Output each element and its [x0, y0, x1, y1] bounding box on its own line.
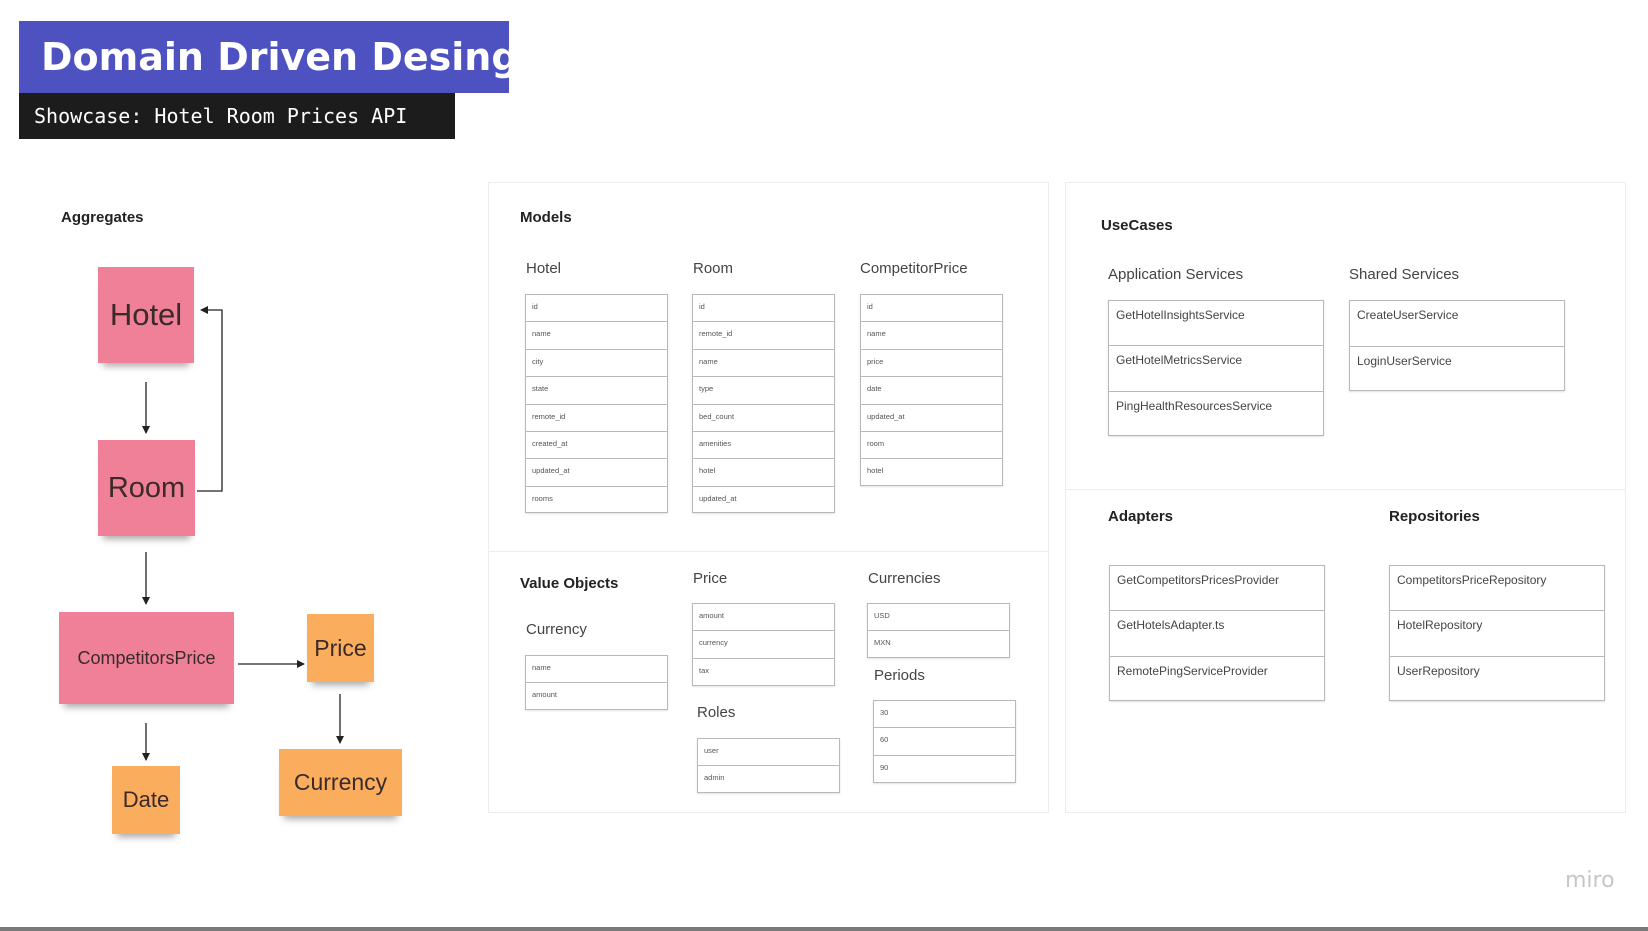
shared-services-table[interactable]: CreateUserService LoginUserService	[1349, 300, 1565, 391]
repository-row[interactable]: HotelRepository	[1390, 611, 1604, 657]
field-row: amount	[693, 604, 834, 632]
repository-row[interactable]: CompetitorsPriceRepository	[1390, 566, 1604, 612]
field-row: id	[693, 295, 834, 323]
field-row: hotel	[693, 459, 834, 487]
field-row: date	[861, 377, 1002, 405]
field-row: name	[861, 322, 1002, 350]
field-row: amount	[532, 690, 558, 700]
adapters-heading: Adapters	[1108, 508, 1174, 525]
currencies-vo-table[interactable]: USD MXN	[867, 603, 1010, 658]
arrow-room-to-hotel	[197, 306, 223, 492]
currency-vo-table[interactable]: name amount	[525, 655, 668, 710]
roles-vo-table[interactable]: user admin	[697, 738, 840, 793]
field-row: user	[698, 739, 839, 767]
field-row: updated_at	[699, 493, 737, 503]
field-row: id	[526, 295, 667, 323]
field-row: MXN	[874, 638, 891, 648]
usecases-heading: UseCases	[1101, 217, 1173, 234]
shared-services-title: Shared Services	[1349, 266, 1460, 283]
service-row[interactable]: PingHealthResourcesService	[1116, 398, 1273, 413]
field-row: updated_at	[526, 459, 667, 487]
field-row: amenities	[693, 432, 834, 460]
price-vo-table[interactable]: amount currency tax	[692, 603, 835, 686]
value-objects-heading: Value Objects	[520, 575, 619, 592]
field-row: room	[861, 432, 1002, 460]
field-row: name	[693, 350, 834, 378]
adapters-table[interactable]: GetCompetitorsPricesProvider GetHotelsAd…	[1109, 565, 1325, 701]
page-subtitle: Showcase: Hotel Room Prices API	[19, 93, 455, 139]
field-row: 30	[874, 701, 1015, 729]
field-row: created_at	[526, 432, 667, 460]
application-services-title: Application Services	[1108, 266, 1244, 283]
field-row: currency	[693, 631, 834, 659]
models-divider	[489, 551, 1048, 552]
field-row: hotel	[867, 466, 884, 476]
sticky-currency[interactable]: Currency	[279, 749, 402, 816]
sticky-hotel[interactable]: Hotel	[98, 267, 194, 363]
models-heading: Models	[520, 209, 572, 226]
roles-vo-title: Roles	[697, 704, 736, 721]
field-row: city	[526, 350, 667, 378]
page-title: Domain Driven Desing	[19, 21, 519, 93]
sticky-date[interactable]: Date	[112, 766, 180, 834]
field-row: price	[861, 350, 1002, 378]
miro-logo: miro	[1565, 868, 1615, 893]
application-services-table[interactable]: GetHotelInsightsService GetHotelMetricsS…	[1108, 300, 1324, 436]
field-row: rooms	[532, 493, 553, 503]
currencies-vo-title: Currencies	[868, 570, 941, 587]
service-row[interactable]: GetHotelMetricsService	[1109, 346, 1323, 392]
field-row: bed_count	[693, 405, 834, 432]
sticky-room[interactable]: Room	[98, 440, 195, 536]
field-row: name	[526, 656, 667, 684]
field-row: tax	[699, 665, 710, 675]
price-vo-title: Price	[693, 570, 728, 587]
hotel-model-table[interactable]: id name city state remote_id created_at …	[525, 294, 668, 513]
room-model-table[interactable]: id remote_id name type bed_count ameniti…	[692, 294, 835, 513]
field-row: id	[861, 295, 1002, 323]
periods-vo-title: Periods	[874, 667, 925, 684]
room-model-title: Room	[693, 260, 734, 277]
bottom-bar	[0, 927, 1648, 931]
hotel-model-title: Hotel	[526, 260, 562, 277]
field-row: 60	[874, 728, 1015, 756]
aggregates-heading: Aggregates	[61, 209, 144, 226]
field-row: name	[526, 322, 667, 350]
competitorprice-model-table[interactable]: id name price date updated_at room hotel	[860, 294, 1003, 486]
periods-vo-table[interactable]: 30 60 90	[873, 700, 1016, 783]
adapter-row[interactable]: GetCompetitorsPricesProvider	[1110, 566, 1324, 612]
usecases-panel	[1065, 182, 1626, 813]
repositories-table[interactable]: CompetitorsPriceRepository HotelReposito…	[1389, 565, 1605, 701]
field-row: remote_id	[526, 405, 667, 432]
service-row[interactable]: CreateUserService	[1350, 301, 1564, 347]
service-row[interactable]: GetHotelInsightsService	[1109, 301, 1323, 347]
competitorprice-model-title: CompetitorPrice	[860, 260, 968, 277]
adapter-row[interactable]: RemotePingServiceProvider	[1117, 663, 1268, 678]
sticky-price[interactable]: Price	[307, 614, 374, 682]
field-row: updated_at	[861, 405, 1002, 432]
repositories-heading: Repositories	[1389, 508, 1480, 525]
service-row[interactable]: LoginUserService	[1357, 353, 1452, 368]
usecases-divider	[1066, 489, 1625, 490]
adapter-row[interactable]: GetHotelsAdapter.ts	[1110, 611, 1324, 657]
field-row: state	[526, 377, 667, 405]
field-row: USD	[868, 604, 1009, 632]
field-row: admin	[704, 773, 725, 783]
field-row: type	[693, 377, 834, 405]
field-row: 90	[880, 762, 889, 772]
currency-vo-title: Currency	[526, 621, 587, 638]
sticky-competitorsprice[interactable]: CompetitorsPrice	[59, 612, 234, 704]
field-row: remote_id	[693, 322, 834, 350]
repository-row[interactable]: UserRepository	[1397, 663, 1480, 678]
